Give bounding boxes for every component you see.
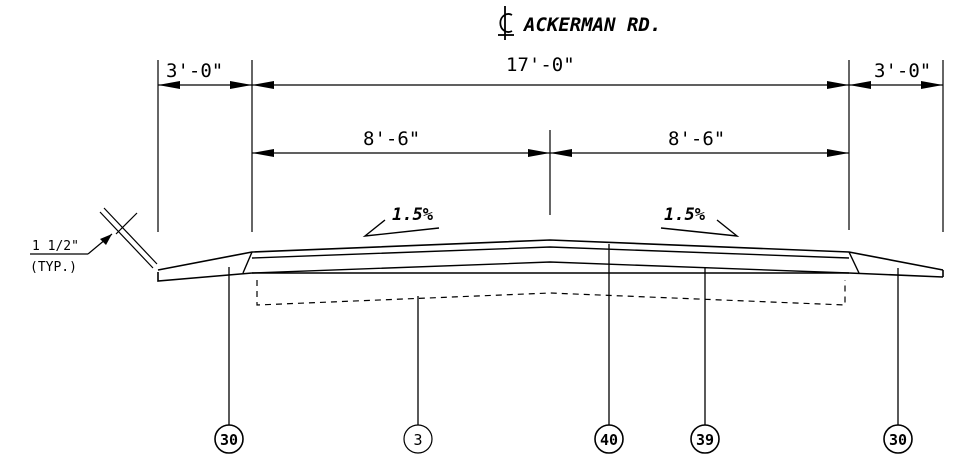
left-slope-arrow bbox=[362, 219, 440, 237]
dimension-arrows bbox=[158, 81, 943, 157]
left-lane-dimension: 8'-6" bbox=[363, 128, 420, 150]
travel-width-dimension: 17'-0" bbox=[506, 54, 575, 76]
callout-3: 3 bbox=[403, 424, 433, 454]
right-shoulder-dimension: 3'-0" bbox=[874, 60, 931, 82]
right-slope-arrow bbox=[660, 219, 740, 237]
subbase-outline bbox=[256, 280, 846, 306]
thickness-leader bbox=[30, 207, 158, 269]
pavement-surface bbox=[157, 239, 944, 282]
callout-40-text: 40 bbox=[600, 431, 618, 449]
callout-leaders bbox=[228, 244, 899, 425]
callout-30-right-text: 30 bbox=[889, 431, 907, 449]
callout-39: 39 bbox=[690, 424, 720, 454]
callout-40: 40 bbox=[594, 424, 624, 454]
callout-39-text: 39 bbox=[696, 431, 714, 449]
callout-30-left: 30 bbox=[214, 424, 244, 454]
road-title: ACKERMAN RD. bbox=[522, 14, 661, 36]
thickness-leader-arrow bbox=[100, 234, 112, 245]
thickness-value: 1 1/2" bbox=[32, 239, 79, 254]
right-slope-label: 1.5% bbox=[664, 205, 706, 225]
callout-3-text: 3 bbox=[413, 431, 422, 449]
left-slope-label: 1.5% bbox=[392, 205, 434, 225]
callout-30-left-text: 30 bbox=[220, 431, 238, 449]
centerline-symbol bbox=[498, 6, 514, 40]
left-shoulder-dimension: 3'-0" bbox=[166, 60, 223, 82]
right-lane-dimension: 8'-6" bbox=[668, 128, 725, 150]
extension-lines bbox=[157, 60, 944, 232]
thickness-qualifier: (TYP.) bbox=[30, 260, 77, 275]
callout-30-right: 30 bbox=[883, 424, 913, 454]
overlay-layer bbox=[242, 246, 860, 274]
